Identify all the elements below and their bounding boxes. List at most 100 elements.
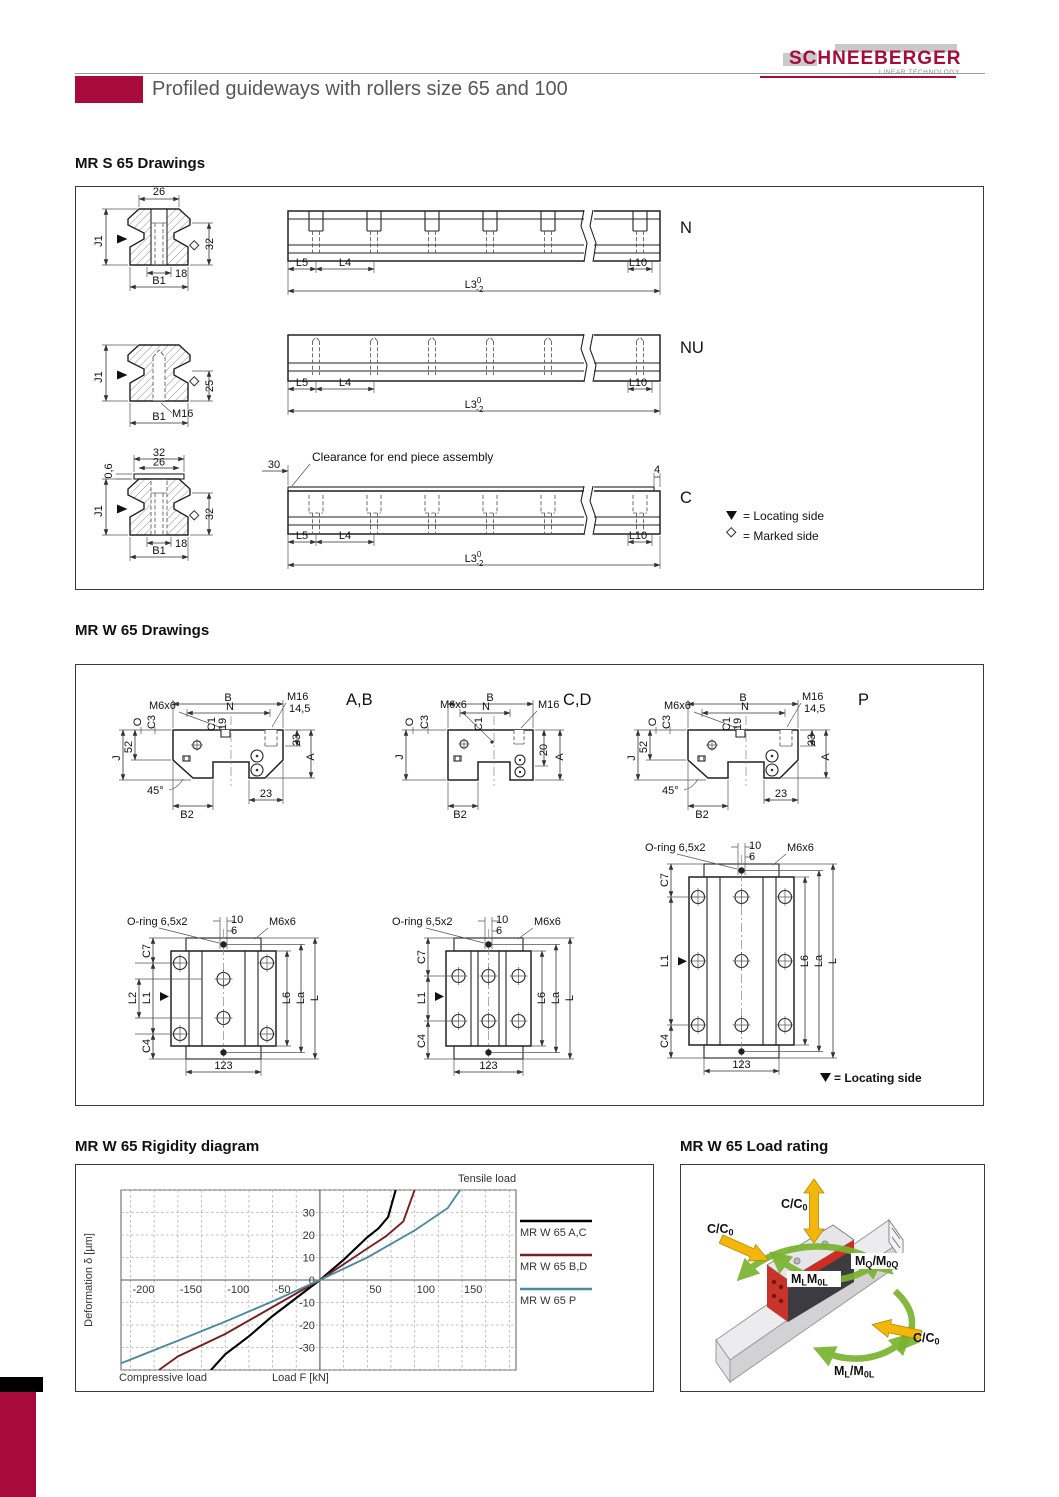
- dim-label: B: [739, 692, 746, 704]
- dim-label: M6x6: [269, 916, 296, 928]
- load-arrow-vertical: [803, 1178, 825, 1244]
- dim-label: N: [482, 701, 490, 713]
- title-accent-block: [75, 76, 143, 103]
- rail-side-view-c: Clearance for end piece assembly 30 4 L5…: [262, 450, 692, 569]
- dim-label: 18: [175, 538, 187, 550]
- chart-legend: MR W 65 A,C MR W 65 B,D MR W 65 P: [520, 1219, 592, 1307]
- dim-label: C7: [416, 950, 428, 964]
- svg-text:150: 150: [464, 1284, 482, 1296]
- locating-side-icon: [820, 1073, 831, 1082]
- dim-label: M6x6: [534, 916, 561, 928]
- carriage-type-label: A,B: [346, 691, 373, 709]
- dim-label: L2: [127, 992, 139, 1004]
- mrw65-drawing-frame: B N M16 14,5 M6x6 C1 19 O C3 J 52 23 A 4…: [75, 664, 984, 1106]
- svg-text:100: 100: [417, 1284, 435, 1296]
- marked-side-marker-icon: [188, 375, 200, 387]
- logo-underline: [760, 76, 956, 78]
- dim-label: La: [550, 991, 562, 1004]
- dim-label: 6: [749, 851, 755, 863]
- rail-cross-section-n: 26 J1 32 18 B1: [93, 186, 216, 291]
- dim-label: C7: [141, 944, 153, 958]
- carriage-type-label: P: [858, 691, 869, 709]
- dim-label: C7: [659, 873, 671, 887]
- legend-label: = Locating side: [834, 1071, 922, 1085]
- rail-type-label: NU: [680, 339, 704, 357]
- dim-label: A: [820, 753, 832, 761]
- dim-label: M16: [802, 691, 823, 703]
- dim-label: C4: [659, 1034, 671, 1048]
- dim-label: L5: [296, 377, 308, 389]
- load-rating-illustration: C/C0 C/C0 MQ/M0Q MLM0L C/C0 ML/M0L: [707, 1178, 940, 1384]
- dim-label: 23: [291, 734, 303, 746]
- oring-port: [485, 1049, 492, 1056]
- svg-text:-20: -20: [299, 1320, 315, 1332]
- locating-side-icon: [726, 511, 737, 520]
- dim-label: L6: [281, 992, 293, 1004]
- dim-label: L30-2: [465, 550, 484, 568]
- load-label-cc0-left: C/C0: [707, 1222, 734, 1238]
- load-rating-frame: C/C0 C/C0 MQ/M0Q MLM0L C/C0 ML/M0L: [680, 1164, 985, 1392]
- dim-label: 6: [231, 925, 237, 937]
- dim-label: J1: [93, 371, 105, 383]
- logo-bar-left: [783, 53, 817, 66]
- carriage-type-label: C,D: [563, 691, 592, 709]
- marked-side-marker-icon: [188, 239, 200, 251]
- dim-label: 52: [638, 741, 650, 753]
- dim-label: L1: [141, 992, 153, 1004]
- dim-label: 18: [175, 268, 187, 280]
- dim-label: C1: [206, 717, 218, 731]
- dim-label: L1: [659, 955, 671, 967]
- dim-label: L: [827, 958, 839, 964]
- dim-label: L: [309, 995, 321, 1001]
- logo-bar-top: [835, 44, 957, 52]
- dim-label: O: [404, 717, 416, 726]
- legend-entry: MR W 65 B,D: [520, 1261, 587, 1273]
- dim-label: L6: [536, 992, 548, 1004]
- dim-label: 26: [153, 457, 165, 469]
- dim-label: L5: [296, 530, 308, 542]
- dim-label: 10: [496, 914, 508, 926]
- section-title-rigidity: MR W 65 Rigidity diagram: [75, 1138, 260, 1155]
- dim-label: L4: [339, 257, 351, 269]
- logo-subtitle: LINEAR TECHNOLOGY: [879, 69, 960, 76]
- legend-entry: MR W 65 P: [520, 1295, 576, 1307]
- dim-label: 52: [123, 741, 135, 753]
- dim-label: La: [295, 991, 307, 1004]
- dim-label: 45°: [147, 785, 164, 797]
- svg-text:-100: -100: [227, 1284, 249, 1296]
- dim-label: B1: [152, 411, 165, 423]
- page-tab-crimson: [0, 1392, 36, 1497]
- dim-label: C1: [721, 717, 733, 731]
- dim-label: 26: [153, 187, 165, 198]
- oring-port: [738, 1048, 745, 1055]
- dim-label: A: [554, 753, 566, 761]
- locating-side-marker-icon: [117, 370, 128, 380]
- dim-label: 30: [268, 459, 280, 471]
- annotation-compressive: Compressive load: [119, 1372, 207, 1384]
- dim-label: A: [305, 753, 317, 761]
- annotation-tensile: Tensile load: [458, 1173, 516, 1185]
- dim-label: 10: [231, 914, 243, 926]
- dim-label: L4: [339, 530, 351, 542]
- carriage-cross-section-cd: B N M16 M6x6 C1 O C3 J 20 A B2: [394, 692, 566, 821]
- load-label-ml-center: MLM0L: [791, 1272, 828, 1288]
- dim-label: 19: [217, 718, 229, 730]
- dim-label: 6: [496, 925, 502, 937]
- locating-side-marker-icon: [117, 504, 128, 514]
- dim-label: J: [111, 755, 123, 761]
- locating-side-marker-icon: [117, 234, 128, 244]
- dim-label: C1: [473, 717, 485, 731]
- load-label-cc0-right: C/C0: [913, 1331, 940, 1347]
- label-bg: [787, 1271, 841, 1287]
- locating-side-marker-icon: [160, 992, 169, 1001]
- dim-label: B2: [180, 809, 193, 821]
- mrw65-legend: = Locating side: [820, 1071, 922, 1085]
- dim-label: J: [626, 755, 638, 761]
